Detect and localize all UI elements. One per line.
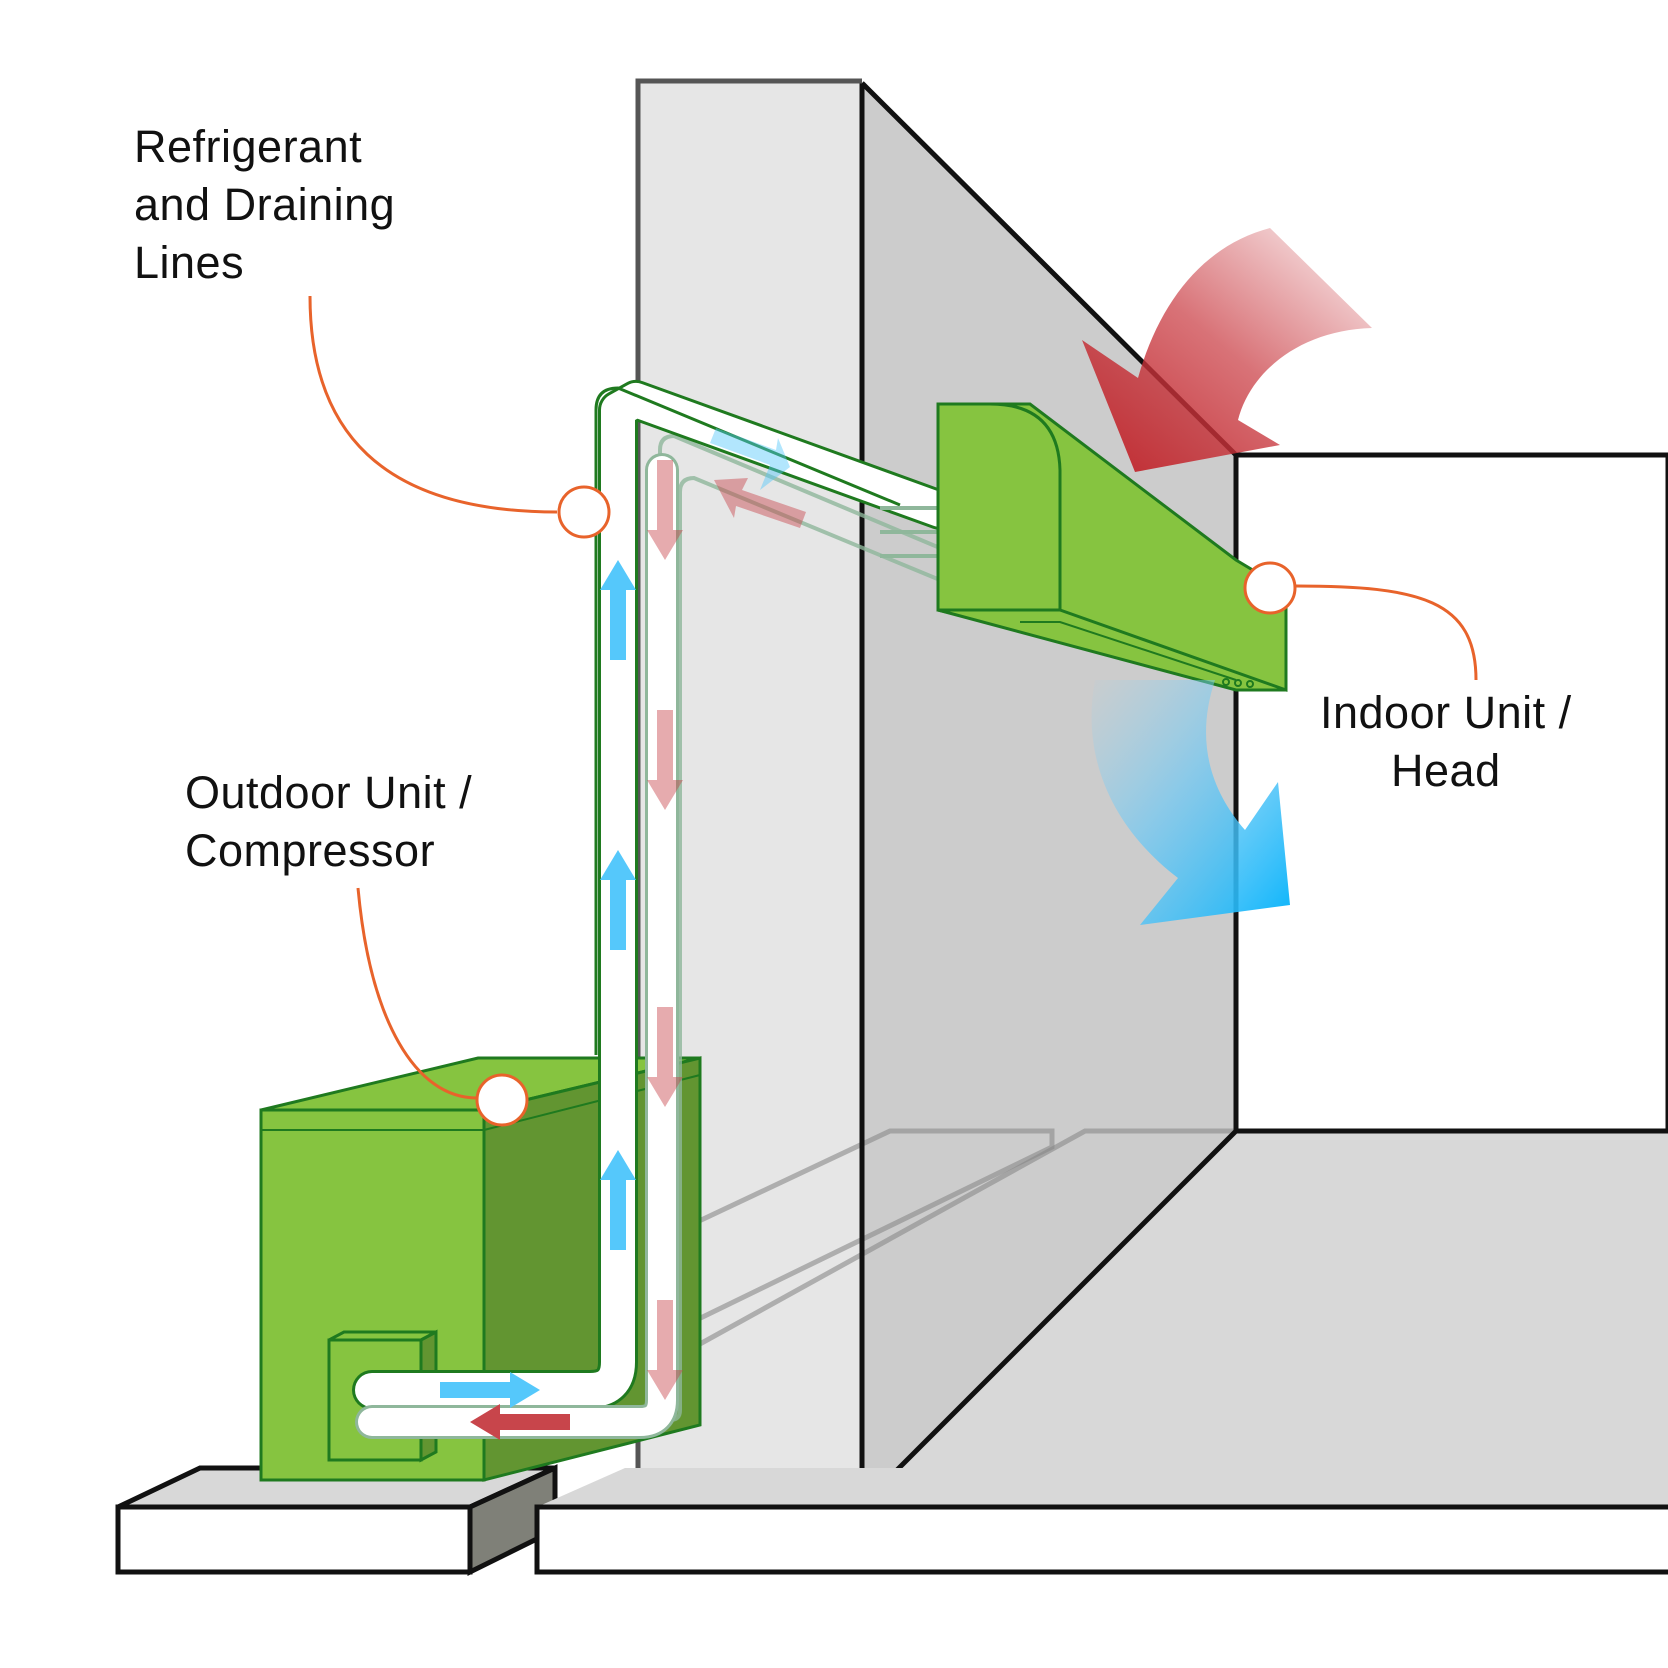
- label-line: Indoor Unit /: [1320, 687, 1572, 738]
- label-line: Refrigerant: [134, 121, 363, 172]
- callout-dot-indoor: [1243, 561, 1297, 615]
- warm-flow-arrows: [470, 460, 806, 1440]
- outdoor-slab-front: [115, 1504, 473, 1575]
- indoor-slab-front: [534, 1504, 1668, 1575]
- callout-dot-lines: [557, 485, 611, 539]
- label-indoor-unit: Indoor Unit / Head: [1320, 684, 1572, 800]
- curved-blue-arrow: [1091, 680, 1290, 925]
- room-floor: [862, 1131, 1668, 1505]
- indoor-unit-front: [936, 402, 1062, 612]
- callout-dot-outdoor: [475, 1073, 529, 1127]
- label-outdoor-unit: Outdoor Unit / Compressor: [185, 764, 472, 880]
- label-line: Head: [1391, 745, 1501, 796]
- label-line: Outdoor Unit /: [185, 767, 473, 818]
- label-refrigerant-lines: Refrigerant and Draining Lines: [134, 118, 395, 292]
- label-line: Compressor: [185, 825, 436, 876]
- label-line: and Draining: [134, 179, 396, 230]
- indoor-slab-top: [537, 1468, 1668, 1507]
- callout-leaders: [308, 295, 1478, 1100]
- cold-flow-arrows: [440, 428, 790, 1408]
- label-line: Lines: [134, 237, 245, 288]
- curved-red-arrow: [1082, 228, 1372, 472]
